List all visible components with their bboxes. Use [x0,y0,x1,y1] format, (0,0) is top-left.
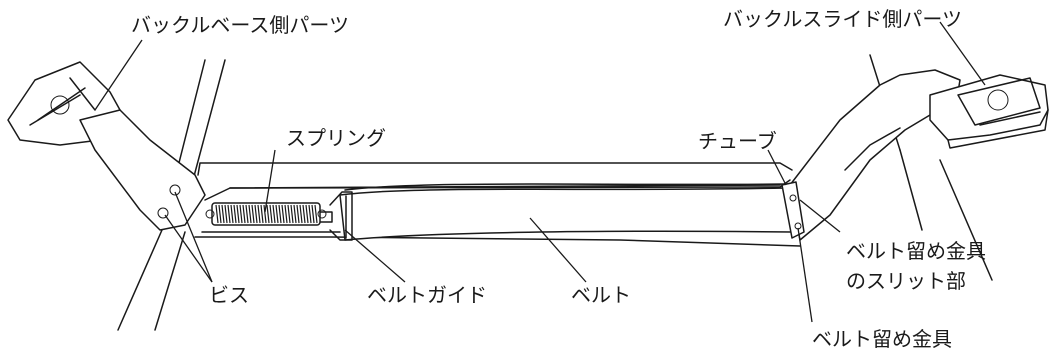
spring-coil [287,204,291,224]
spring-coil [308,204,312,224]
spring-coil [272,204,276,224]
spring-coil [254,204,258,224]
spring-coil [251,204,255,224]
spring-coil [230,204,234,224]
spring-coil [245,204,249,224]
label-belt: ベルト [571,283,631,307]
spring-coil [224,204,228,224]
spring-coil [266,204,270,224]
spring-coil [215,204,219,224]
spring-coil [311,204,315,224]
label-belt-clip: ベルト留め金具 [812,327,952,351]
buckle-slide-part [929,74,1049,149]
label-tube: チューブ [698,129,777,153]
spring-coil [281,204,285,224]
spring-coil [275,204,279,224]
spring-coil [263,204,267,224]
spring-coil [218,204,222,224]
spring-coil [290,204,294,224]
leader-lines [94,21,986,323]
belt-tray [194,162,801,247]
spring-coil [299,204,303,224]
label-buckle-slide-part: バックルスライド側パーツ [723,7,962,31]
label-belt-clip-slit: ベルト留め金具 のスリット部 [846,239,986,293]
spring-coil [242,204,246,224]
spring-coil [305,204,309,224]
spring-coil [236,204,240,224]
spring [205,202,327,226]
label-belt-guide: ベルトガイド [367,283,487,307]
belt [339,183,793,241]
spring-coil [296,204,300,224]
spring-coil [227,204,231,224]
spring-coil [257,204,261,224]
label-spring: スプリング [286,126,386,150]
spring-coil [239,204,243,224]
belt-clip [781,181,805,239]
spring-coil [248,204,252,224]
spring-coil [269,204,273,224]
spring-coil [221,204,225,224]
buckle-base-part [7,61,206,231]
spring-coil [233,204,237,224]
spring-coil [293,204,297,224]
spring-coil [284,204,288,224]
spring-coil [302,204,306,224]
label-screws: ビス [209,283,249,307]
label-buckle-base-part: バックルベース側パーツ [131,13,349,37]
spring-coil [260,204,264,224]
spring-coil [314,204,318,224]
spring-coil [278,204,282,224]
